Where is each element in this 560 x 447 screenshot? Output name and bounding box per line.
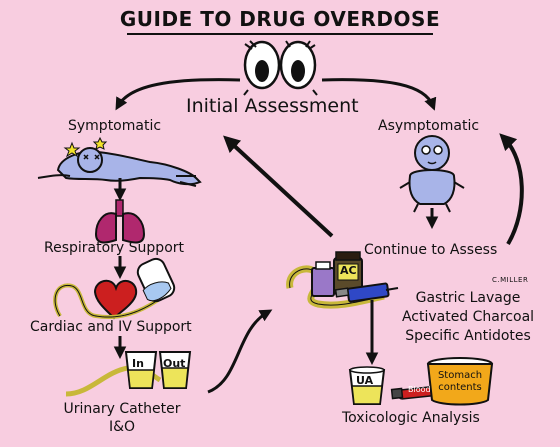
arrow-to-asymptomatic — [321, 78, 437, 111]
io-label: I&O — [108, 419, 136, 435]
asymptomatic-patient-icon — [399, 135, 465, 213]
continue-to-assess-label: Continue to Assess — [364, 242, 498, 258]
signature: C.MILLER — [492, 276, 529, 284]
title-underline — [127, 33, 433, 35]
arrow-loop-reassess — [499, 133, 524, 246]
cup-out-label: Out — [163, 357, 186, 370]
heart-icon — [93, 279, 138, 320]
stomach-contents-label-1: Stomach — [437, 370, 483, 381]
ua-cup-icon — [348, 366, 386, 405]
cup-ua-label: UA — [356, 374, 374, 387]
cup-in-label: In — [132, 357, 144, 370]
symptomatic-patient-icon — [37, 136, 202, 187]
iv-tubing-icon — [53, 283, 160, 319]
toxicologic-analysis-label: Toxicologic Analysis — [342, 410, 480, 426]
antidote-bottle-icon — [311, 261, 335, 297]
initial-assessment-label: Initial Assessment — [186, 95, 359, 117]
arrow-back-to-assessment — [223, 135, 334, 238]
gastric-lavage-label: Gastric Lavage — [415, 290, 521, 306]
syringe-icon — [334, 282, 399, 303]
page-title: GUIDE TO DRUG OVERDOSE — [119, 7, 441, 31]
respiratory-support-label: Respiratory Support — [44, 240, 185, 256]
jar-ac-label: AC — [340, 264, 357, 277]
arrow-to-symptomatic — [115, 78, 241, 111]
asymptomatic-label: Asymptomatic — [378, 118, 480, 134]
eyes-icon — [243, 40, 318, 96]
charcoal-jar-icon — [333, 251, 363, 295]
urinary-catheter-label: Urinary Catheter — [63, 401, 181, 417]
blood-tube-label: Blood — [408, 385, 431, 394]
urine-cup-in-icon — [124, 351, 158, 389]
cardiac-iv-support-label: Cardiac and IV Support — [30, 319, 192, 335]
stomach-contents-label-2: contents — [438, 382, 482, 393]
iv-bag-icon — [136, 257, 176, 303]
urine-cup-out-icon — [158, 351, 192, 389]
symptomatic-label: Symptomatic — [68, 118, 162, 134]
stomach-contents-cup-icon — [426, 357, 494, 406]
specific-antidotes-label: Specific Antidotes — [405, 328, 531, 344]
lungs-icon — [94, 199, 146, 244]
arrow-to-gastric — [207, 309, 273, 394]
activated-charcoal-label: Activated Charcoal — [401, 309, 535, 325]
